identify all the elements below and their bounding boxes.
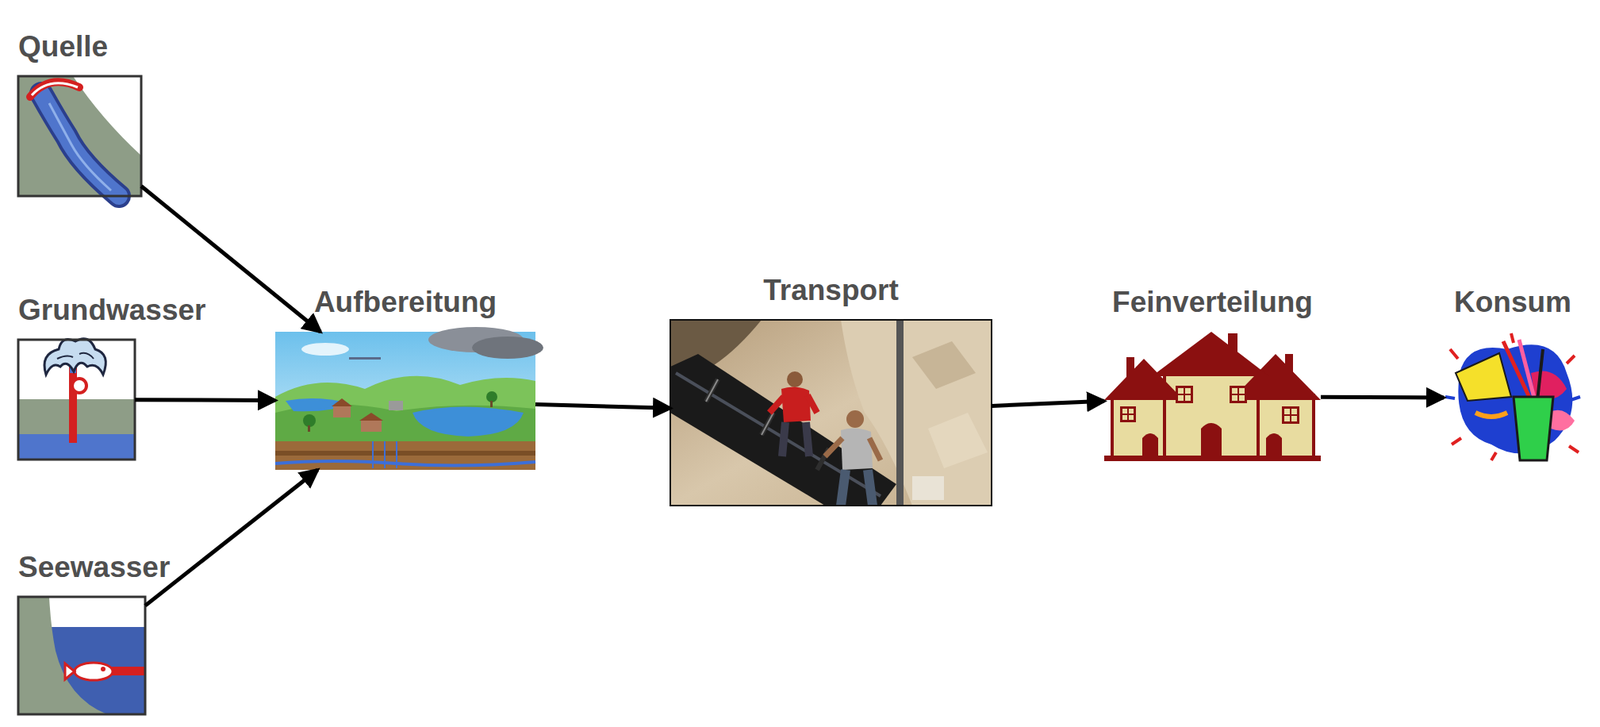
stage-node: Grundwasser — [18, 339, 135, 460]
stage-heading: Seewasser — [18, 551, 170, 584]
stage-node: Seewasser — [18, 596, 146, 714]
lake-icon — [18, 596, 146, 714]
flow-arrow — [141, 186, 321, 333]
stage-node: Quelle — [18, 76, 142, 196]
flow-arrow — [1320, 395, 1444, 400]
stage-node: Aufbereitung — [275, 331, 536, 470]
groundwater-icon — [18, 338, 135, 460]
consumption-clipart — [1445, 333, 1581, 461]
spring-icon — [18, 76, 142, 196]
flow-arrow — [134, 397, 276, 403]
stage-heading: Aufbereitung — [314, 286, 497, 319]
houses-icon — [1104, 331, 1321, 461]
flow-arrow — [991, 400, 1105, 406]
treatment-landscape — [275, 326, 544, 470]
flow-arrow — [145, 469, 318, 606]
stage-node: Transport — [670, 319, 992, 506]
stage-heading: Konsum — [1454, 286, 1572, 319]
stage-heading: Feinverteilung — [1112, 286, 1313, 319]
stage-node: Konsum — [1443, 331, 1582, 465]
stage-node: Feinverteilung — [1104, 331, 1321, 461]
stage-heading: Transport — [763, 274, 899, 307]
stage-heading: Quelle — [18, 30, 108, 64]
pipe-laying-photo — [670, 319, 992, 506]
stage-heading: Grundwasser — [18, 294, 206, 327]
flow-arrow — [535, 404, 671, 409]
